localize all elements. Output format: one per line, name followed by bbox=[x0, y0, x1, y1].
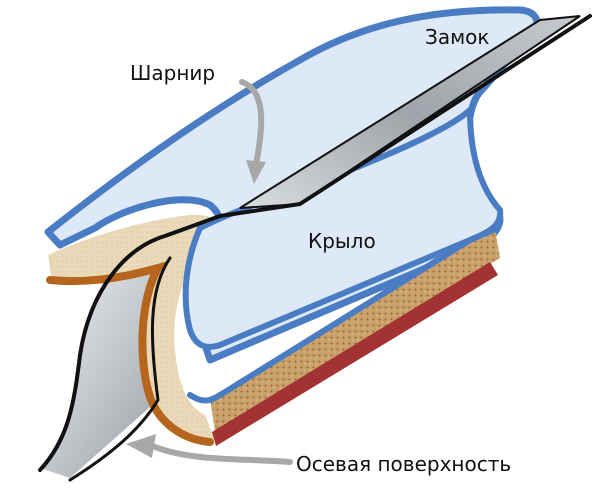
hinge-arrowhead bbox=[246, 160, 266, 184]
axial-arrowhead bbox=[126, 434, 156, 458]
axial-outline-inner bbox=[68, 256, 172, 482]
axial-plane bbox=[40, 228, 200, 478]
axial-arrow bbox=[147, 442, 293, 465]
label-lock: Замок bbox=[425, 25, 489, 49]
label-hinge: Шарнир bbox=[130, 61, 215, 85]
label-axial-surface: Осевая поверхность bbox=[296, 452, 511, 476]
front-limb-sand bbox=[48, 214, 218, 440]
axial-outline bbox=[38, 14, 592, 472]
front-blue-edge bbox=[187, 225, 501, 404]
cork-layer bbox=[210, 228, 500, 432]
hinge-arrow bbox=[239, 79, 265, 168]
red-layer bbox=[212, 262, 498, 446]
label-wing: Крыло bbox=[308, 229, 376, 253]
